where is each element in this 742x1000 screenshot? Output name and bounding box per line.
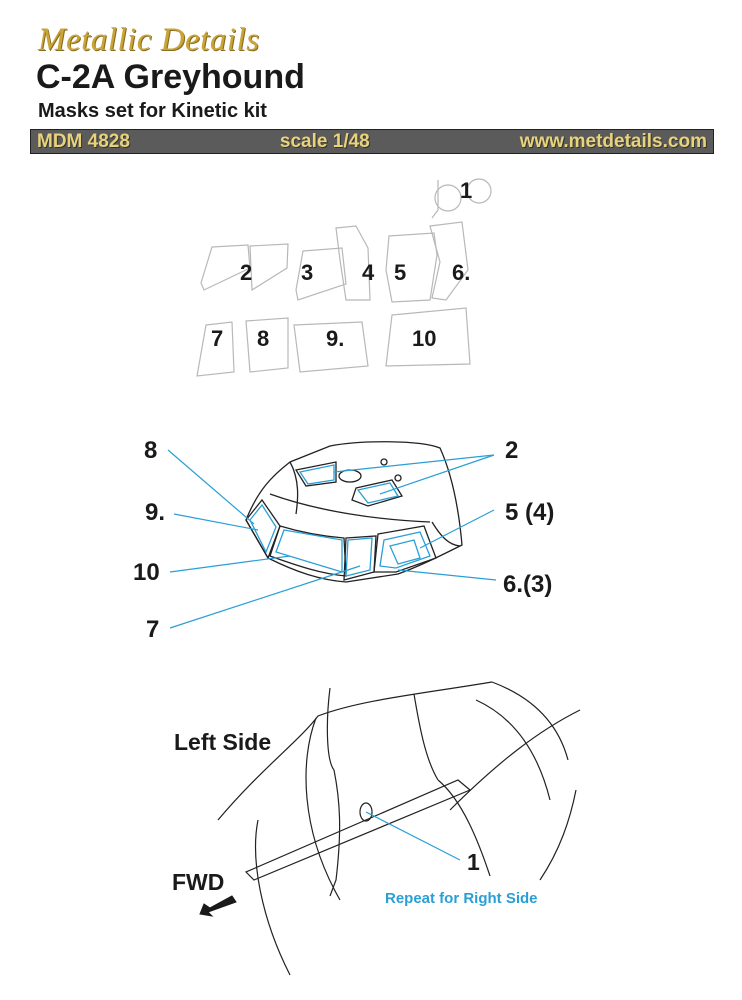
mask-num-3: 3	[301, 260, 313, 285]
mask-outline-9	[293, 321, 369, 373]
canopy-drawing	[245, 441, 463, 583]
mask-num-7: 7	[211, 326, 223, 351]
mask-outline-1a	[434, 184, 462, 212]
left-side-label: Left Side	[174, 729, 271, 755]
canopy-labels: 8 2 9. 5 (4) 10 6.(3) 7	[133, 437, 554, 643]
frame-line-2	[255, 819, 291, 976]
mask-outline-1b	[466, 178, 492, 204]
mask-num-5: 5	[394, 260, 406, 285]
side-view-drawing	[217, 681, 581, 976]
mask-outline-8	[245, 317, 289, 373]
canopy-label-8: 8	[144, 437, 157, 464]
product-subtitle: Masks set for Kinetic kit	[38, 100, 267, 122]
product-scale: scale 1/48	[279, 130, 370, 152]
canopy-leader-lines	[167, 449, 497, 629]
mask-outline-6b	[431, 180, 439, 219]
mask-outline-5	[385, 232, 438, 303]
product-code: MDM 4828	[37, 130, 130, 152]
mask-num-2: 2	[240, 260, 252, 285]
fwd-label: FWD	[172, 869, 224, 895]
canopy-body	[245, 441, 463, 583]
fwd-arrow-icon	[199, 895, 237, 917]
mask-outline-3	[295, 247, 347, 301]
fuselage-strip	[244, 779, 472, 881]
roof-window-2b	[351, 479, 404, 507]
side-leader-line	[365, 811, 461, 861]
roof-porthole	[338, 469, 362, 483]
website-link[interactable]: www.metdetails.com	[519, 130, 707, 152]
canopy-label-10: 10	[133, 559, 160, 586]
brand-logo: Metallic Details	[38, 22, 260, 58]
canopy-label-2: 2	[505, 437, 518, 464]
side-window-label: 1	[467, 849, 480, 875]
mask-outline-7	[196, 321, 235, 377]
roof-window-2a	[294, 461, 337, 487]
info-bar: MDM 4828 scale 1/48 www.metdetails.com	[30, 129, 714, 154]
canopy-label-6-3: 6.(3)	[503, 571, 552, 598]
mask-num-4: 4	[362, 260, 375, 285]
repeat-note: Repeat for Right Side	[385, 890, 538, 907]
mask-outline-4	[335, 225, 371, 301]
mask-num-6: 6.	[452, 260, 470, 285]
canopy-label-7: 7	[146, 616, 159, 643]
mask-numbers: 1 2 3 4 5 6. 7 8 9. 10	[211, 178, 472, 351]
mask-outline-6	[429, 221, 469, 301]
canopy-label-9: 9.	[145, 499, 165, 526]
canopy-label-5-4: 5 (4)	[505, 499, 554, 526]
frame-line-1	[305, 717, 341, 901]
canopy-ridge	[289, 461, 299, 515]
side-window-circle	[359, 802, 373, 822]
mask-num-8: 8	[257, 326, 269, 351]
product-title: C-2A Greyhound	[36, 58, 305, 96]
window-5-6	[373, 525, 437, 573]
mask-num-10: 10	[412, 326, 436, 351]
mask-num-9: 9.	[326, 326, 344, 351]
mask-outline-2	[200, 244, 251, 291]
mask-outline-10	[385, 307, 471, 367]
mask-sheet	[196, 178, 492, 377]
fuselage-top	[217, 681, 493, 821]
mask-num-1: 1	[460, 178, 472, 203]
canopy-frame-line	[269, 493, 431, 523]
mask-outline-2b	[249, 243, 289, 292]
